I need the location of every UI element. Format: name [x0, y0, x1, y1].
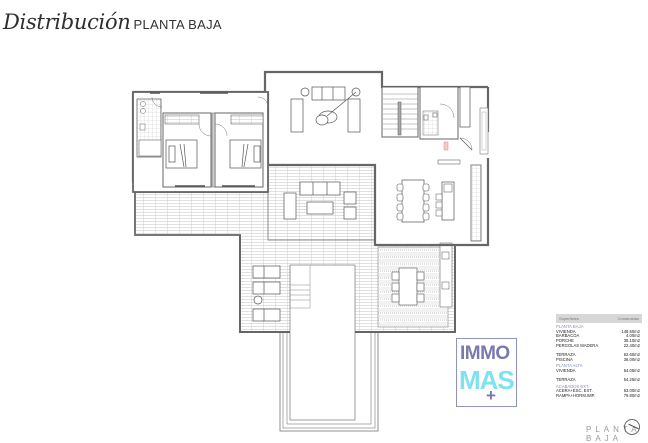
surface-table: Superficies Construidas PLANTA BAJA VIVI… — [556, 314, 642, 399]
logo-line-1: IMMO — [460, 343, 510, 364]
title-main: Distribución — [3, 10, 131, 34]
immomas-logo: IMMO MAS + — [456, 338, 517, 407]
col-surface: Superficies — [559, 316, 579, 321]
section-label: ACABADOS EXT. — [556, 383, 590, 389]
sun-loungers — [252, 265, 281, 322]
north-compass-icon — [624, 419, 640, 435]
section-label: PLANTA BAJA — [556, 324, 584, 329]
bedroom-wing — [132, 91, 269, 193]
living-room — [290, 86, 361, 133]
table-row: RAMPA+HORM.IMP.79.80m2 — [556, 392, 640, 398]
logo-line-2: MAS — [459, 365, 515, 395]
kitchen-dining — [396, 137, 482, 242]
logo-plus-icon: + — [486, 386, 496, 405]
staircase — [381, 86, 419, 138]
porch-furniture — [283, 181, 357, 220]
page-title: Distribución PLANTA BAJA — [3, 10, 222, 34]
bathroom-2 — [419, 86, 489, 155]
col-built: Construidas — [617, 316, 639, 321]
section-label: PLANTA ALTA — [556, 363, 583, 369]
pool — [279, 264, 379, 432]
table-header: Superficies Construidas — [556, 314, 642, 323]
table-row: ACERA+ESC. EXT.63.00m2 — [556, 388, 640, 394]
pergola-dining — [377, 242, 453, 328]
title-sub: PLANTA BAJA — [133, 17, 222, 32]
